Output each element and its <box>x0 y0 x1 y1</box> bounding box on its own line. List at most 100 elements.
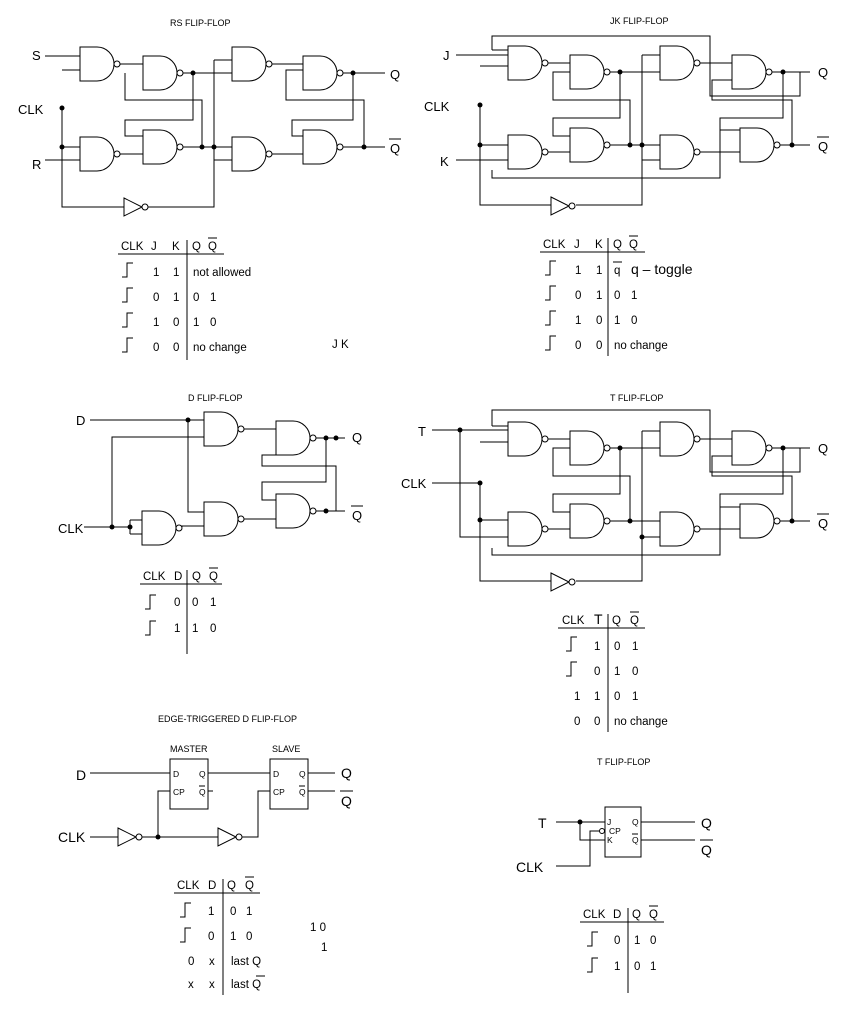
rs-cell: 0 <box>193 292 199 304</box>
t-cell: 0 <box>594 716 600 728</box>
t2-truth-table: CLK D Q Q 0 1 0 1 0 1 <box>580 905 664 993</box>
edge-truth-table: CLK D Q Q 1 0 1 0 1 0 0 x last Q x x las… <box>174 876 327 995</box>
rs-nand-o1 <box>302 55 344 91</box>
edge-cell: x <box>209 979 215 991</box>
rs-th-clk: CLK <box>121 241 144 253</box>
t2-pin-q: Q <box>632 817 639 827</box>
t-cell: 1 <box>632 641 638 653</box>
rs-cell: 1 <box>153 317 159 329</box>
rs-flip-flop: RS FLIP-FLOP S CLK R Q Q <box>18 18 401 217</box>
t-cell: 0 <box>594 666 600 678</box>
t-cell: 1 <box>574 691 580 703</box>
rs-cell: no change <box>193 342 247 354</box>
t2-pin-j: J <box>607 817 611 827</box>
jk-nand-5 <box>659 45 701 81</box>
rs-title: RS FLIP-FLOP <box>170 18 231 28</box>
jk-truth-table: CLK J K Q Q 1 1 q q – toggle 0 1 0 1 1 0… <box>540 235 693 356</box>
rs-cell: 0 <box>153 342 159 354</box>
t-cell: 0 <box>574 716 580 728</box>
jk-label-k: K <box>440 154 449 169</box>
t-cell: 1 <box>594 691 600 703</box>
d-label-d: D <box>76 413 85 428</box>
jk-cell: 1 <box>575 315 581 327</box>
edge-th-d: D <box>208 880 216 892</box>
d-title: D FLIP-FLOP <box>188 393 243 403</box>
jk-label-qbar: Q <box>818 139 828 154</box>
d-th-q: Q <box>192 571 201 583</box>
t2-pin-k: K <box>607 835 613 845</box>
d-cell: 1 <box>174 623 180 635</box>
jk-nand-8 <box>739 127 781 163</box>
edge-cell: 1 <box>246 906 252 918</box>
t2-jk-box <box>604 806 642 858</box>
rs-th-j: J <box>151 241 157 253</box>
jk-nand-3 <box>569 54 611 90</box>
edge-slave-label: SLAVE <box>272 744 300 754</box>
t2-label-q: Q <box>701 815 712 831</box>
t-flip-flop: T FLIP-FLOP T CLK Q Q <box>401 393 829 592</box>
edge-th-q: Q <box>227 880 236 892</box>
jk-cell: 0 <box>575 290 581 302</box>
t2-cell: 1 <box>614 961 620 973</box>
rs-label-clk: CLK <box>18 102 44 117</box>
stray-one: 1 <box>321 942 327 954</box>
rs-truth-table: CLK J K Q Q 1 1 not allowed 0 1 0 1 1 0 … <box>118 237 349 360</box>
edge-cell: last Q <box>231 979 261 991</box>
edge-title: EDGE-TRIGGERED D FLIP-FLOP <box>158 714 297 724</box>
rs-inverter <box>123 197 149 217</box>
rs-label-r: R <box>32 157 41 172</box>
t-truth-table: CLK T Q Q 1 0 1 0 1 0 1 1 0 1 0 0 no cha… <box>558 611 668 732</box>
stray-jk-label: J K <box>332 339 349 351</box>
t2-th-clk: CLK <box>583 909 606 921</box>
t-nand-2 <box>507 511 549 547</box>
jk-cell: 1 <box>596 290 602 302</box>
t-nand-7 <box>731 430 773 466</box>
rs-cell: 1 <box>193 317 199 329</box>
edge-master-box <box>169 758 209 810</box>
t-cell: 1 <box>632 691 638 703</box>
rs-th-k: K <box>172 241 180 253</box>
jk-cell: q <box>614 265 620 277</box>
d-label-q: Q <box>352 430 362 445</box>
edge-label-clk: CLK <box>58 829 86 845</box>
edge-cell: 0 <box>246 931 252 943</box>
t-inverter <box>550 572 576 592</box>
rs-nand-o2 <box>302 129 344 165</box>
jk-label-j: J <box>443 48 450 63</box>
t2-title: T FLIP-FLOP <box>597 757 650 767</box>
jk-th-j: J <box>574 239 580 251</box>
d-cell: 0 <box>174 597 180 609</box>
d-nand-2 <box>203 501 245 537</box>
t-th-qbar: Q <box>630 615 639 627</box>
rs-cell: 1 <box>153 267 159 279</box>
edge-cell: x <box>209 956 215 968</box>
rs-th-q: Q <box>192 241 201 253</box>
jk-th-k: K <box>595 239 603 251</box>
t-label-qbar: Q <box>818 516 828 531</box>
rs-cell: 0 <box>153 292 159 304</box>
rs-nand-r <box>79 136 121 172</box>
d-nand-3 <box>275 420 317 456</box>
t-nand-6 <box>659 511 701 547</box>
jk-nand-2 <box>507 134 549 170</box>
t2-th-q: Q <box>632 909 641 921</box>
t2-pin-cp: CP <box>609 826 621 836</box>
jk-flip-flop: JK FLIP-FLOP J CLK K Q Q <box>424 16 829 216</box>
jk-title: JK FLIP-FLOP <box>610 16 669 26</box>
master-pin-cp: CP <box>173 787 185 797</box>
t2-pin-qbar: Q <box>632 835 639 845</box>
t-cell: 0 <box>614 691 620 703</box>
jk-cell: 0 <box>575 340 581 352</box>
jk-th-clk: CLK <box>543 239 566 251</box>
jk-cell: 0 <box>631 315 637 327</box>
d-truth-table: CLK D Q Q 0 0 1 1 1 0 <box>140 567 222 654</box>
t-title: T FLIP-FLOP <box>610 393 663 403</box>
t-nand-3 <box>569 430 611 466</box>
rs-label-qbar: Q <box>390 141 400 156</box>
edge-cell: 0 <box>208 931 214 943</box>
jk-label-q: Q <box>818 65 828 80</box>
jk-cell: 1 <box>575 265 581 277</box>
stray-one-zero: 1 0 <box>310 922 326 934</box>
rs-cell: 0 <box>210 317 216 329</box>
